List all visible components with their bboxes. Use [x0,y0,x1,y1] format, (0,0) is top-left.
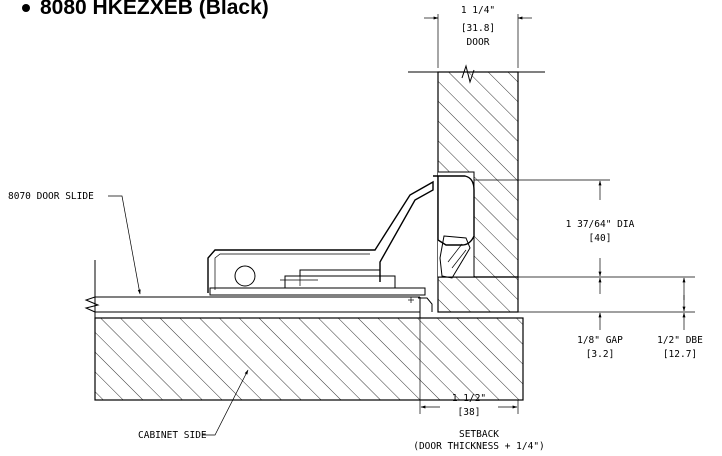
door-width-mm-label: [31.8] [461,23,495,34]
product-title: 8080 HKEZXEB (Black) [22,0,269,22]
setback-dim-mm-label: [38] [458,407,481,418]
gap-dbe-dimension: 1/8" GAP [3.2] 1/2" DBE [12.7] [518,276,703,360]
setback-dimension: 1 1/2" [38] SETBACK (DOOR THICKNESS + 1/… [413,318,545,452]
cabinet-side-callout: CABINET SIDE [138,369,249,441]
bullet-icon [22,4,30,13]
door-thickness-dimension: 1 1/4" [31.8] DOOR [424,5,532,68]
dia-mm-label: [40] [589,233,612,244]
door-label: DOOR [467,37,490,48]
setback-label: SETBACK [459,429,499,440]
dbe-mm-label: [12.7] [663,349,697,360]
setback-dim-label: 1 1/2" [452,393,486,404]
door-panel [408,64,545,313]
cabinet-side-label: CABINET SIDE [138,430,207,441]
door-width-label: 1 1/4" [461,5,495,16]
dia-label: 1 37/64" DIA [566,219,635,230]
hinge-assembly [207,175,475,312]
title-text: 8080 HKEZXEB (Black) [40,0,269,19]
dbe-label: 1/2" DBE [657,335,703,346]
gap-label: 1/8" GAP [577,335,623,346]
door-slide-callout: 8070 DOOR SLIDE [8,191,141,295]
door-slide-label: 8070 DOOR SLIDE [8,191,94,202]
door-slide-rail [84,260,421,400]
gap-mm-label: [3.2] [586,349,615,360]
cup-diameter-dimension: 1 37/64" DIA [40] [474,179,635,278]
setback-note-label: (DOOR THICKNESS + 1/4") [413,441,545,452]
cabinet-side-panel [94,317,524,401]
